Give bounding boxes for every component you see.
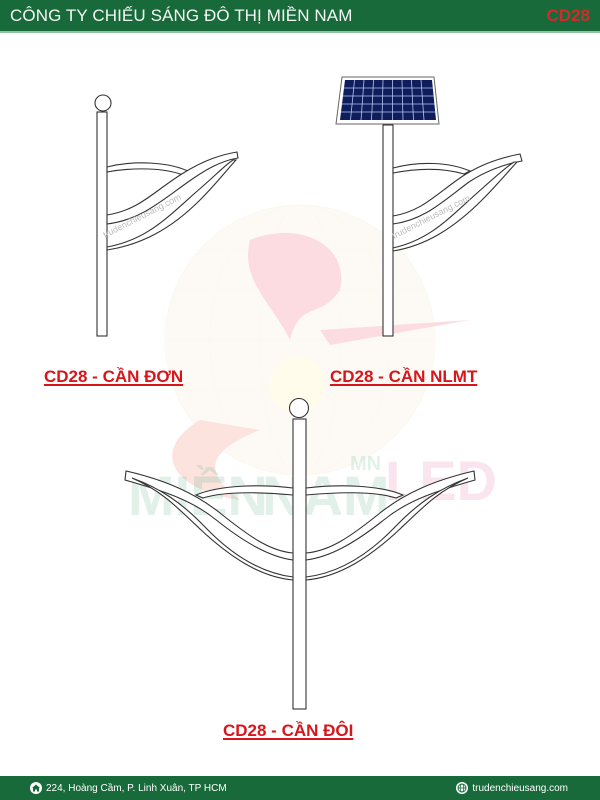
footer-address: 224, Hoàng Cầm, P. Linh Xuân, TP HCM [30,782,227,794]
single-arm-pole-drawing: trudenchieusang.com [94,94,239,337]
caption-solar-arm: CD28 - CẦN NLMT [330,367,478,386]
company-name: CÔNG TY CHIẾU SÁNG ĐÔ THỊ MIỀN NAM [10,5,353,25]
product-code: CD28 [546,5,590,25]
solar-panel-icon [335,76,440,125]
double-arm-pole-drawing [124,397,476,710]
caption-double-arm: CD28 - CẦN ĐÔI [223,721,354,740]
website-link[interactable]: trudenchieusang.com [472,782,568,794]
caption-single-arm: CD28 - CẦN ĐƠN [44,367,184,386]
globe-icon [456,782,469,794]
page-header: CÔNG TY CHIẾU SÁNG ĐÔ THỊ MIỀN NAM CD28 [0,0,600,33]
address-text: 224, Hoàng Cầm, P. Linh Xuân, TP HCM [46,782,227,794]
page-footer: 224, Hoàng Cầm, P. Linh Xuân, TP HCM tru… [0,776,600,800]
footer-website[interactable]: trudenchieusang.com [456,782,568,794]
home-icon [30,782,42,794]
solar-arm-pole-drawing: trudenchieusang.com [335,76,523,337]
